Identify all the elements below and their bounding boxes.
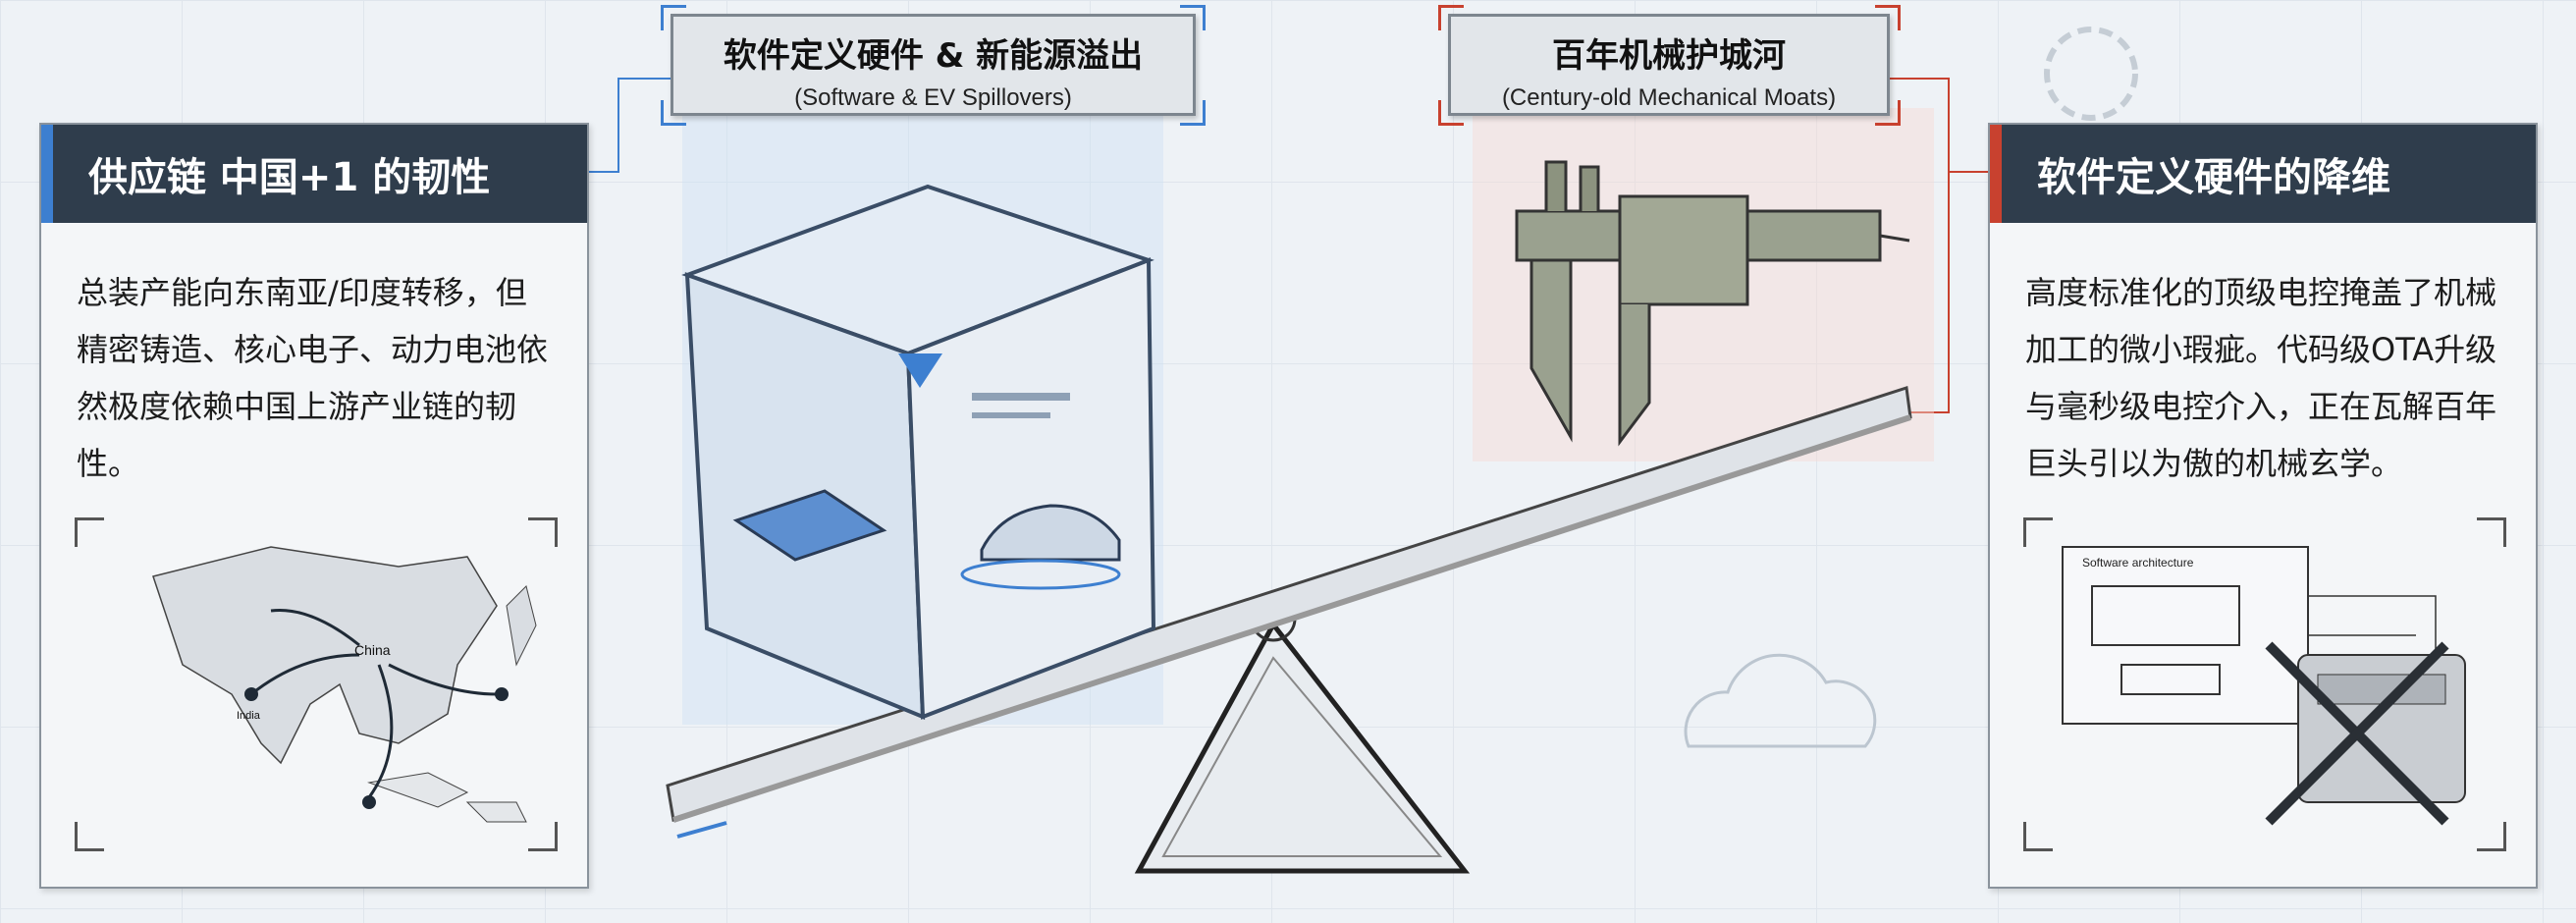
moat-subtitle: (Century-old Mechanical Moats)	[1501, 84, 1837, 111]
supply-chain-panel: 供应链 中国+1 的韧性 总装产能向东南亚/印度转移，但精密铸造、核心电子、动力…	[39, 123, 589, 889]
panel-body: 高度标准化的顶级电控掩盖了机械加工的微小瑕疵。代码级OTA升级与毫秒级电控介入，…	[2025, 274, 2497, 482]
cloud-icon	[1684, 653, 1877, 748]
map-label-china: China	[354, 642, 391, 658]
asia-map: China India	[152, 546, 537, 823]
spillover-title: 软件定义硬件 & 新能源溢出	[723, 36, 1144, 76]
panel-heading: 软件定义硬件的降维	[1990, 125, 2536, 223]
bracket	[661, 5, 686, 30]
bracket	[1438, 5, 1464, 30]
panel-body: 总装产能向东南亚/印度转移，但精密铸造、核心电子、动力电池依然极度依赖中国上游产…	[77, 274, 549, 482]
bracket	[661, 100, 686, 126]
car-icon	[960, 504, 1121, 590]
engine-icon	[2297, 654, 2466, 803]
cross-out-icon	[2265, 641, 2449, 826]
software-defined-panel: 软件定义硬件的降维 高度标准化的顶级电控掩盖了机械加工的微小瑕疵。代码级OTA升…	[1988, 123, 2538, 889]
gear-icon	[2044, 27, 2138, 121]
bracket	[1438, 100, 1464, 126]
bracket	[1875, 5, 1901, 30]
spillover-subtitle: (Software & EV Spillovers)	[794, 84, 1072, 111]
bracket	[1180, 5, 1206, 30]
bracket	[1180, 100, 1206, 126]
architecture-diagram: Software architecture	[2062, 546, 2466, 826]
right-connector-line	[1890, 78, 1988, 173]
left-connector-line	[589, 78, 671, 173]
software-cube	[681, 184, 1156, 721]
map-label-india: India	[237, 710, 261, 722]
bracket	[1875, 100, 1901, 126]
software-vs-engine-figure: Software architecture	[2023, 517, 2506, 851]
seesaw-beam	[666, 386, 1912, 839]
asia-map-figure: China India	[75, 517, 558, 851]
chip-icon	[732, 489, 887, 562]
panel-heading: 供应链 中国+1 的韧性	[41, 125, 587, 223]
moat-title: 百年机械护城河	[1552, 36, 1786, 76]
architecture-label: Software architecture	[2082, 556, 2194, 570]
moat-title-box: 百年机械护城河 (Century-old Mechanical Moats)	[1448, 14, 1890, 116]
spillover-title-box: 软件定义硬件 & 新能源溢出 (Software & EV Spillovers…	[671, 14, 1196, 116]
caliper-icon	[1515, 160, 1910, 447]
